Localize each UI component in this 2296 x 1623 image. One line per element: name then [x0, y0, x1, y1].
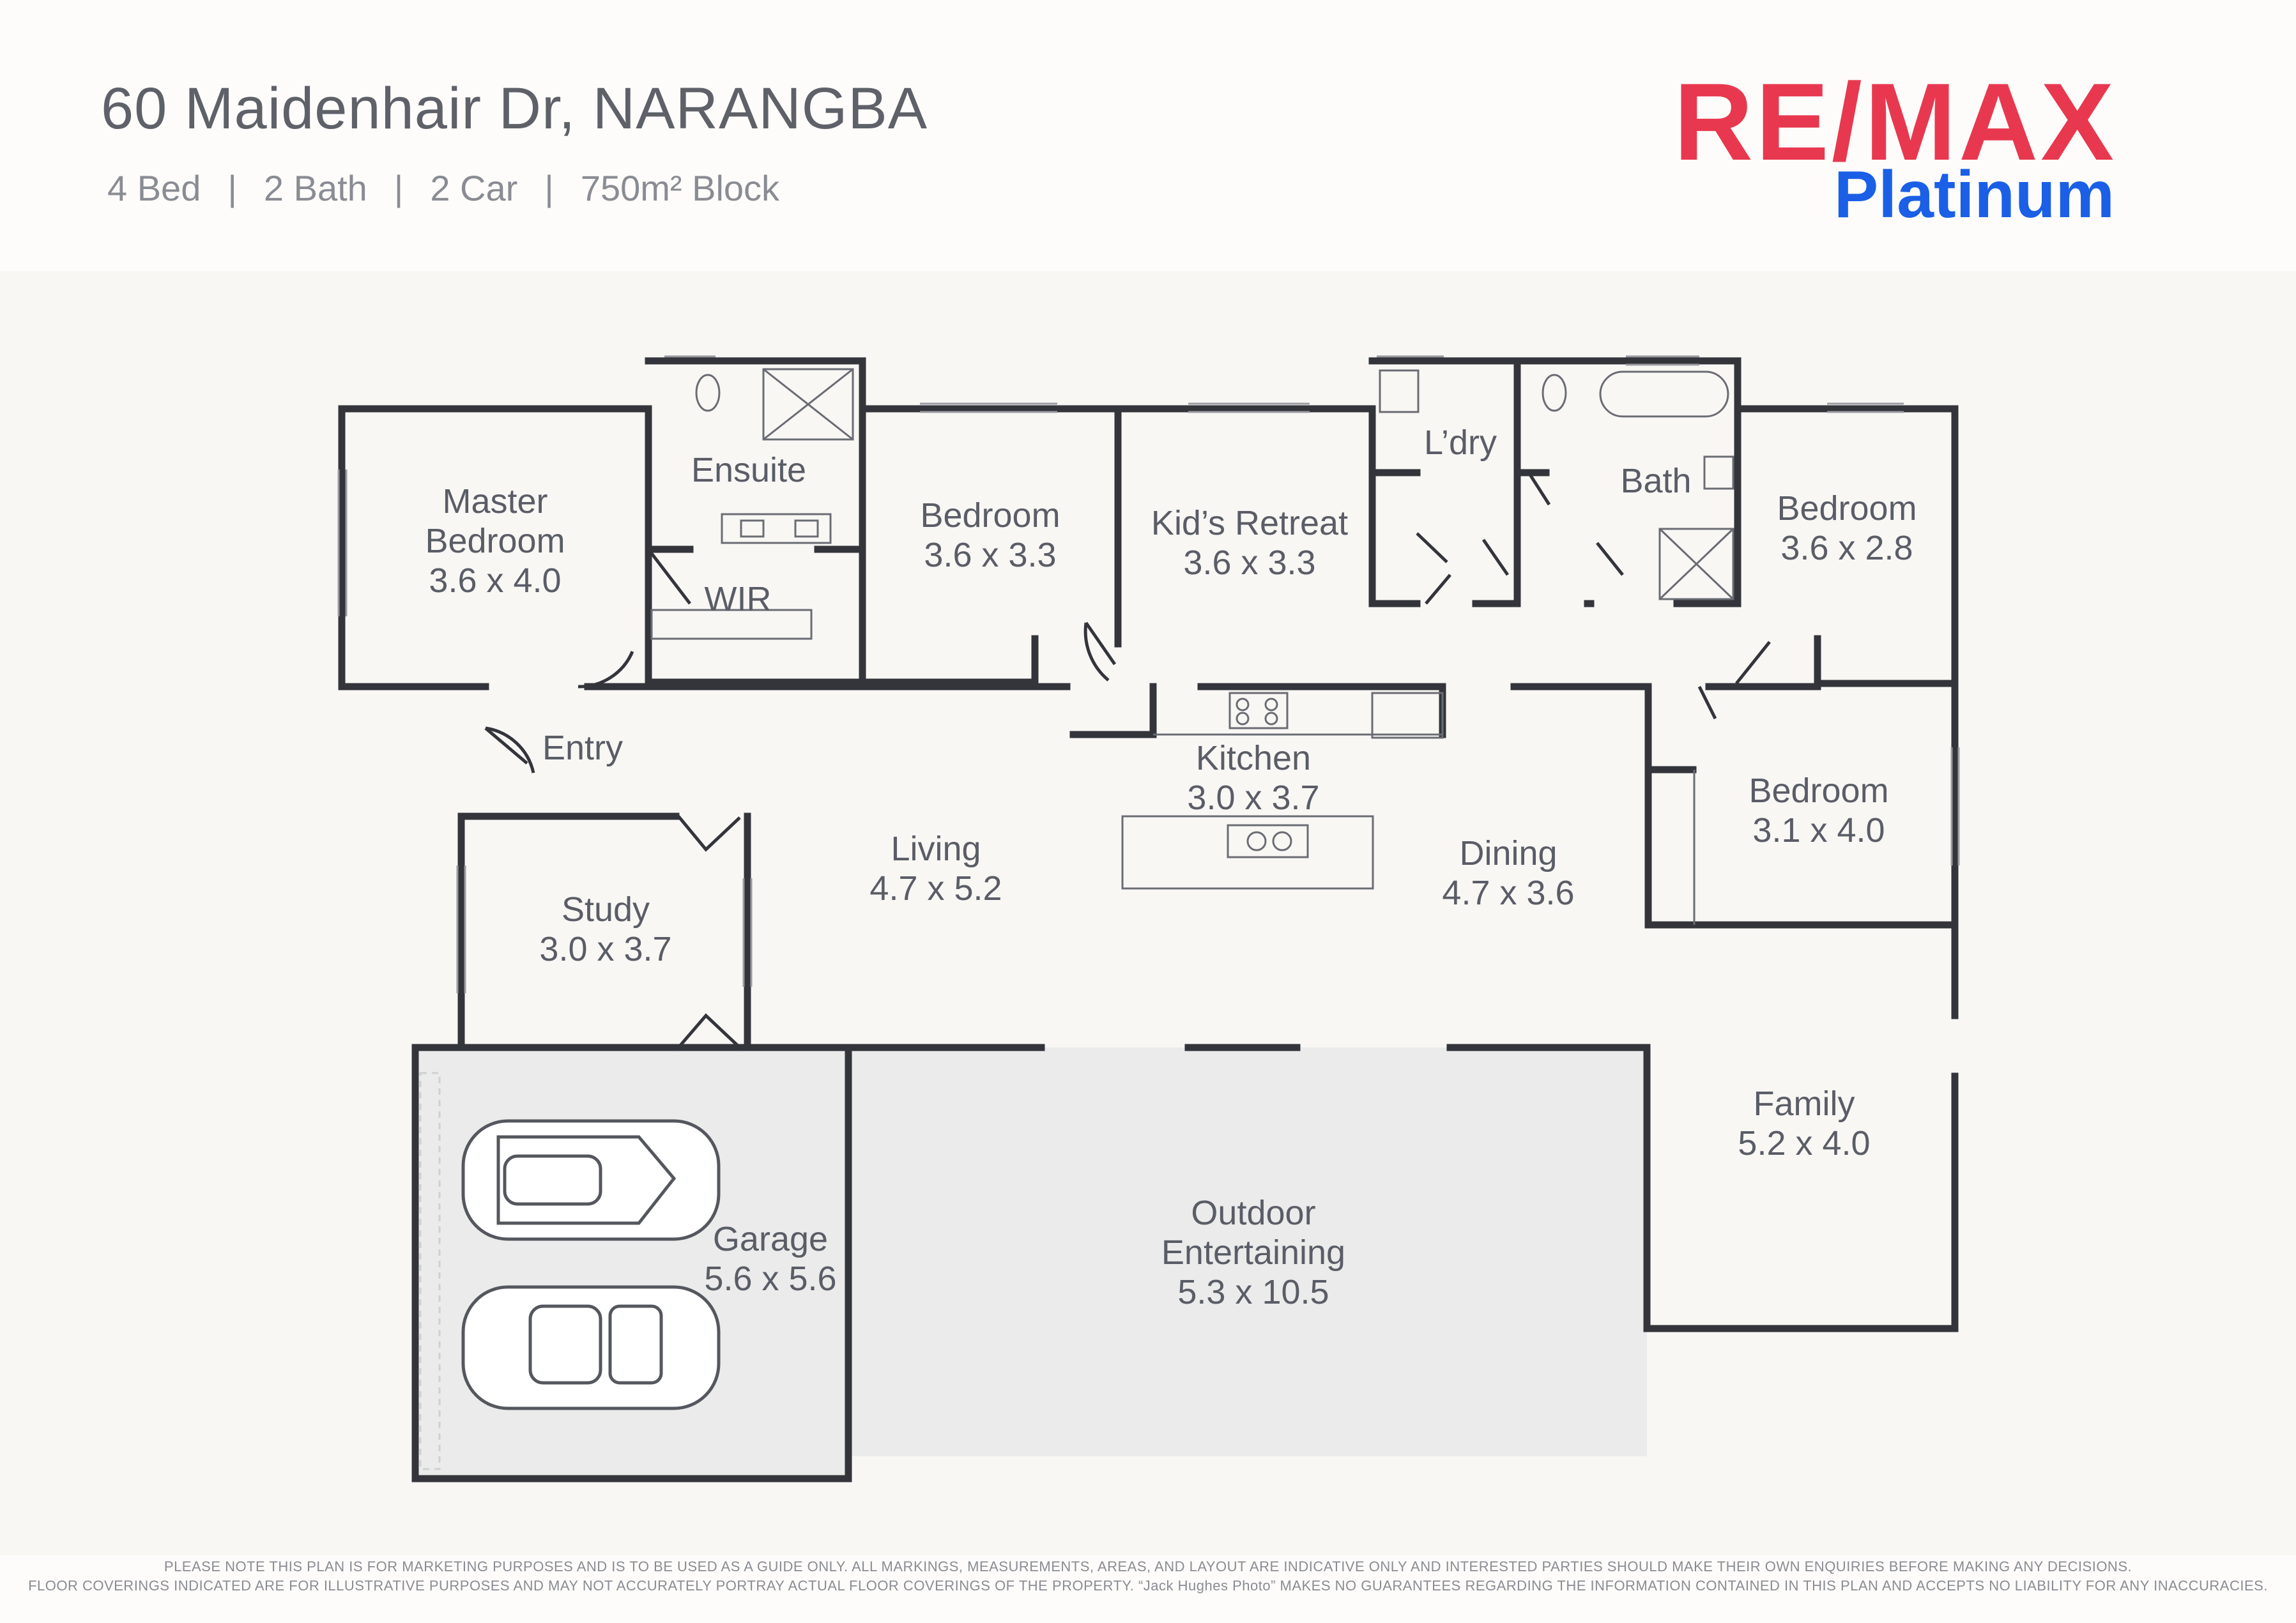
- room-name: Ensuite: [691, 451, 807, 489]
- room-wir: WIR: [705, 579, 772, 619]
- room-name: Bath: [1620, 462, 1692, 500]
- room-size: 3.6 x 3.3: [924, 536, 1057, 574]
- disclaimer-line-2: FLOOR COVERINGS INDICATED ARE FOR ILLUST…: [28, 1578, 2268, 1594]
- room-name: Master: [442, 482, 548, 521]
- room-name: Kitchen: [1195, 739, 1312, 777]
- car-icon: [461, 1119, 721, 1241]
- property-address: 60 Maidenhair Dr, NARANGBA: [101, 76, 928, 141]
- room-name: Family: [1753, 1085, 1855, 1123]
- room-name: Entertaining: [1161, 1233, 1346, 1272]
- room-bedroom-2: Bedroom 3.6 x 3.3: [920, 496, 1060, 575]
- outdoor-floor: [848, 1048, 1647, 1456]
- room-size: 3.6 x 3.3: [1183, 544, 1316, 582]
- spec-car: 2 Car: [430, 168, 518, 208]
- windows: [337, 355, 1960, 993]
- room-size: 4.7 x 3.6: [1442, 874, 1575, 912]
- room-size: 3.0 x 3.7: [1187, 779, 1320, 817]
- room-family: Family 5.2 x 4.0: [1738, 1084, 1870, 1163]
- room-name: Bedroom: [425, 522, 565, 560]
- room-name: Bedroom: [1777, 489, 1917, 528]
- room-name: Study: [561, 890, 650, 929]
- room-laundry: L’dry: [1424, 423, 1497, 462]
- room-master-bedroom: Master Bedroom 3.6 x 4.0: [425, 482, 565, 600]
- logo-remax-text: RE/MAX: [1674, 61, 2116, 183]
- room-dining: Dining 4.7 x 3.6: [1442, 834, 1574, 913]
- room-name: Bedroom: [920, 496, 1060, 535]
- room-name: WIR: [704, 580, 772, 618]
- room-bedroom-3: Bedroom 3.6 x 2.8: [1777, 489, 1917, 568]
- room-name: Kid’s Retreat: [1151, 504, 1349, 542]
- spec-separator: |: [227, 168, 237, 208]
- room-outdoor-entertaining: Outdoor Entertaining 5.3 x 10.5: [1161, 1193, 1345, 1312]
- doors: [484, 471, 1771, 1049]
- room-study: Study 3.0 x 3.7: [539, 890, 671, 969]
- room-kitchen: Kitchen 3.0 x 3.7: [1187, 738, 1319, 818]
- room-ensuite: Ensuite: [691, 450, 806, 490]
- disclaimer-line-1: PLEASE NOTE THIS PLAN IS FOR MARKETING P…: [164, 1558, 2132, 1574]
- garage-door-strip: [419, 1072, 441, 1470]
- fixtures: [650, 368, 1734, 925]
- room-size: 3.0 x 3.7: [539, 930, 672, 968]
- room-bedroom-4: Bedroom 3.1 x 4.0: [1749, 771, 1888, 850]
- logo-platinum-text: Platinum: [1833, 158, 2115, 232]
- room-name: Outdoor: [1191, 1194, 1316, 1232]
- room-name: Dining: [1459, 834, 1557, 872]
- room-name: Entry: [542, 729, 624, 767]
- spec-block: 750m² Block: [580, 168, 780, 208]
- room-living: Living 4.7 x 5.2: [869, 829, 1002, 908]
- property-specs: 4 Bed | 2 Bath | 2 Car | 750m² Block: [107, 167, 779, 209]
- walls: [338, 357, 1959, 1482]
- spec-bath: 2 Bath: [263, 168, 367, 208]
- room-name: Living: [891, 830, 981, 868]
- spec-separator: |: [394, 168, 404, 208]
- remax-platinum-logo: RE/MAX Platinum: [1674, 61, 2116, 232]
- room-bath: Bath: [1620, 461, 1691, 501]
- room-name: Bedroom: [1749, 772, 1889, 810]
- spec-bed: 4 Bed: [107, 168, 201, 208]
- room-name: Garage: [712, 1220, 829, 1258]
- room-size: 3.1 x 4.0: [1752, 811, 1885, 850]
- room-size: 4.7 x 5.2: [869, 869, 1002, 908]
- room-size: 3.6 x 2.8: [1780, 529, 1913, 567]
- convertible-car-icon: [461, 1285, 721, 1410]
- room-kids-retreat: Kid’s Retreat 3.6 x 3.3: [1151, 503, 1348, 583]
- room-garage: Garage 5.6 x 5.6: [704, 1219, 836, 1299]
- room-size: 5.2 x 4.0: [1738, 1124, 1871, 1162]
- room-size: 5.3 x 10.5: [1177, 1273, 1329, 1311]
- room-name: L’dry: [1423, 423, 1497, 462]
- spec-separator: |: [544, 168, 554, 208]
- room-entry: Entry: [542, 728, 623, 768]
- room-size: 5.6 x 5.6: [704, 1260, 837, 1298]
- room-size: 3.6 x 4.0: [429, 561, 562, 600]
